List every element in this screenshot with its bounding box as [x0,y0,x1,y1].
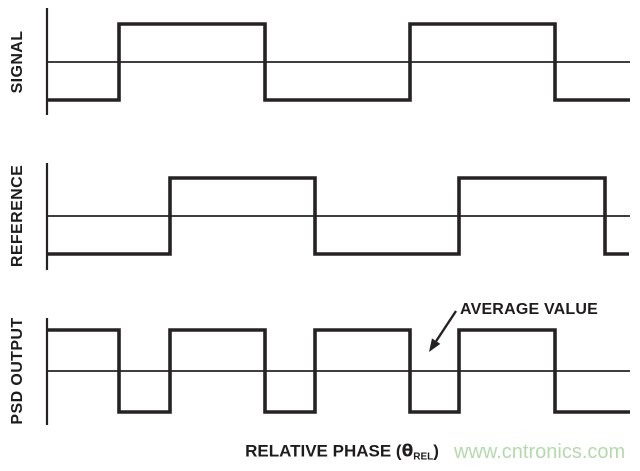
reference-waveform [47,176,629,256]
average-value-label: AVERAGE VALUE [460,301,599,318]
watermark: www.cntronics.com [454,441,626,463]
average-value-arrow-line [435,310,458,342]
theta-subscript: REL [413,451,434,463]
average-value-arrowhead-icon [429,338,441,352]
psd-output-axis-label: PSD OUTPUT [9,317,26,425]
x-axis-label: RELATIVE PHASE (θREL) [245,442,439,463]
psd-output-waveform [47,328,630,414]
signal-waveform [47,22,630,102]
x-axis-label-close-paren: ) [433,441,439,461]
x-axis-label-text: RELATIVE PHASE ( [245,441,402,461]
signal-axis-label: SIGNAL [9,30,26,94]
reference-axis-label: REFERENCE [9,164,26,268]
theta-symbol: θ [401,441,414,462]
